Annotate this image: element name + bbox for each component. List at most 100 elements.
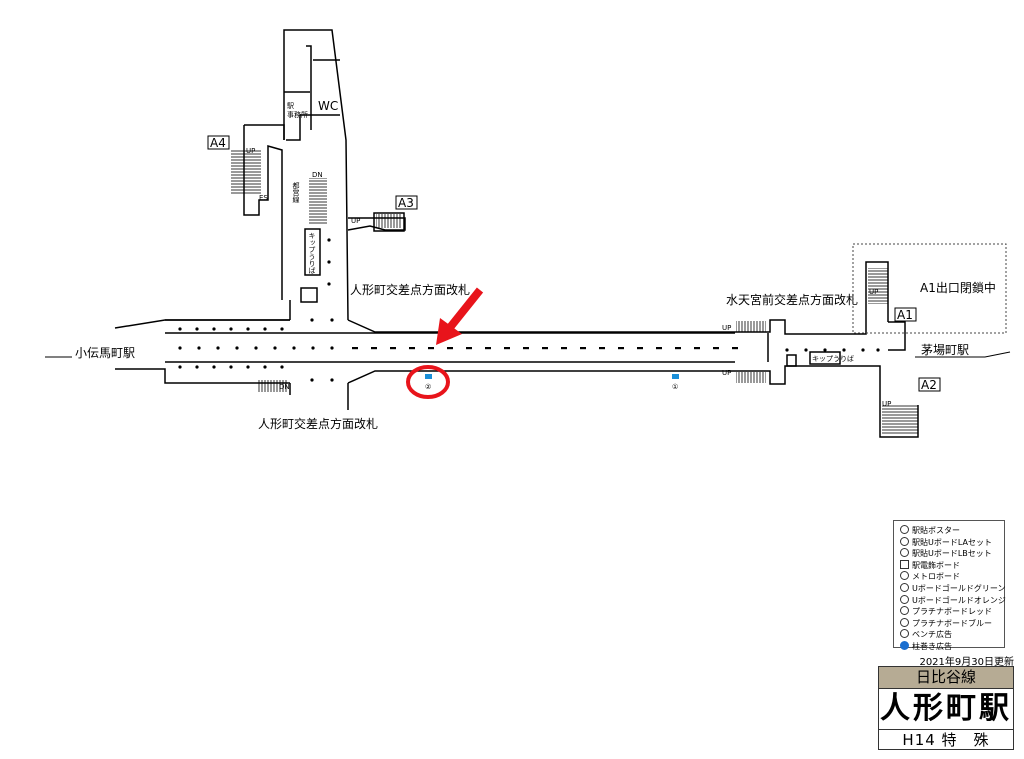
up-label: UP [722, 369, 731, 377]
pillar-dot [280, 327, 284, 331]
pillar-dot [876, 348, 880, 352]
legend-item: Uボードゴールドグリーン [900, 582, 1006, 595]
a1-closed-area [852, 243, 1007, 334]
pillar-dot [212, 365, 216, 369]
up-label: UP [722, 324, 731, 332]
la-icon [900, 536, 909, 546]
dn-label: DN [279, 383, 290, 391]
pillar-ad-1 [672, 374, 679, 379]
pillar-ad-2 [425, 374, 432, 379]
pillar-dash [599, 347, 605, 350]
ad-marker-1: ① [672, 383, 678, 391]
a1-closed-label: A1出口閉鎖中 [920, 280, 996, 295]
pillar-dot [330, 346, 334, 350]
pillar-dot [212, 327, 216, 331]
pillar-dot [311, 346, 315, 350]
pillar-dot [842, 348, 846, 352]
pillar-dash [580, 347, 586, 350]
pillar-dot [327, 260, 331, 264]
pillars [178, 238, 880, 382]
pillar-dash [561, 347, 567, 350]
pillar-dash [390, 347, 396, 350]
gg-icon [900, 582, 909, 592]
pillar-dot [280, 365, 284, 369]
station-nameplate: 日比谷線 人形町駅 H14 特 殊 [878, 666, 1014, 750]
east-track-line [915, 351, 1011, 358]
station-office-label-2: 事務所 [287, 110, 308, 119]
circle-icon [900, 629, 909, 639]
pillar-dash [466, 347, 472, 350]
pillar-dot [178, 327, 182, 331]
up-label: UP [351, 217, 360, 225]
exit-a3: A3 [398, 196, 414, 210]
legend-item: メトロボード [900, 571, 1004, 583]
pillar-dot [292, 346, 296, 350]
pillar-dash [694, 347, 700, 350]
legend-label: メトロボード [912, 572, 960, 582]
pillar-dash [371, 347, 377, 350]
lb-icon [900, 548, 909, 558]
legend-label: Uボードゴールドオレンジ [912, 595, 1006, 605]
x-icon [900, 571, 909, 581]
pillar-dot [330, 318, 334, 322]
station-code: H14 特 殊 [902, 731, 990, 749]
pillar-dash [523, 347, 529, 350]
pillar-dot [327, 238, 331, 242]
pillar-dot [216, 346, 220, 350]
neighbor-west-label: 小伝馬町駅 [75, 346, 135, 360]
legend-label: 柱巻き広告 [912, 641, 952, 651]
legend-item: 柱巻き広告 [900, 640, 1004, 653]
pillar-dot [273, 346, 277, 350]
pillar-dash [504, 347, 510, 350]
legend-label: 駅電飾ボード [912, 560, 960, 570]
pillar-dot [785, 348, 789, 352]
blue-icon [900, 640, 909, 650]
pillar-dash [713, 347, 719, 350]
pillar-dot [263, 327, 267, 331]
legend-label: ベンチ広告 [912, 630, 952, 640]
pillar-dot [195, 327, 199, 331]
legend-label: 駅貼ポスター [912, 526, 960, 535]
gate-north-label: 人形町交差点方面改札 [350, 282, 470, 297]
pillar-dot [178, 346, 182, 350]
pillar-dash [352, 347, 358, 350]
pillar-dot [327, 282, 331, 286]
pillar-dash [428, 347, 434, 350]
exit-a1: A1 [897, 308, 913, 322]
pillar-dash [485, 347, 491, 350]
pillar-dash [447, 347, 453, 350]
ad-marker-2: ② [425, 383, 431, 391]
pillar-dash [618, 347, 624, 350]
legend-item: プラチナボードレッド [900, 606, 1004, 618]
pillar-dot [310, 318, 314, 322]
exit-labels: A4 A3 A1 A2 [207, 135, 941, 392]
up-label: UP [869, 288, 878, 296]
up-label: UP [882, 400, 891, 408]
pillar-dot [823, 348, 827, 352]
updated-date: 2021年9月30日更新 [919, 657, 1014, 668]
ticket-office-east: キップうりば [812, 354, 854, 363]
legend-item: 駅貼UボードLBセット [900, 548, 1004, 560]
pillar-dot [804, 348, 808, 352]
dn-label: DN [312, 171, 323, 179]
pillar-dash [732, 347, 738, 350]
pillar-dash [542, 347, 548, 350]
legend-label: Uボードゴールドグリーン [912, 583, 1006, 593]
station-office-label: 駅 [287, 102, 294, 110]
gate-east-label: 水天宮前交差点方面改札 [726, 292, 858, 307]
gate-south-label: 人形町交差点方面改札 [258, 416, 378, 431]
pillar-dot [263, 365, 267, 369]
pillar-dot [310, 378, 314, 382]
pillar-dash [409, 347, 415, 350]
pillar-dot [229, 365, 233, 369]
stair-labels: UP ES DN UP UP UP DN UP UP [246, 147, 891, 408]
pillar-dot [178, 365, 182, 369]
es-label: ES [259, 194, 268, 202]
go-icon [900, 594, 909, 604]
legend-item: 駅貼UボードLAセット [900, 536, 1004, 549]
pillar-dash [656, 347, 662, 350]
pillar-dot [246, 365, 250, 369]
legend-label: プラチナボードブルー [912, 618, 992, 628]
pillar-dot [195, 365, 199, 369]
